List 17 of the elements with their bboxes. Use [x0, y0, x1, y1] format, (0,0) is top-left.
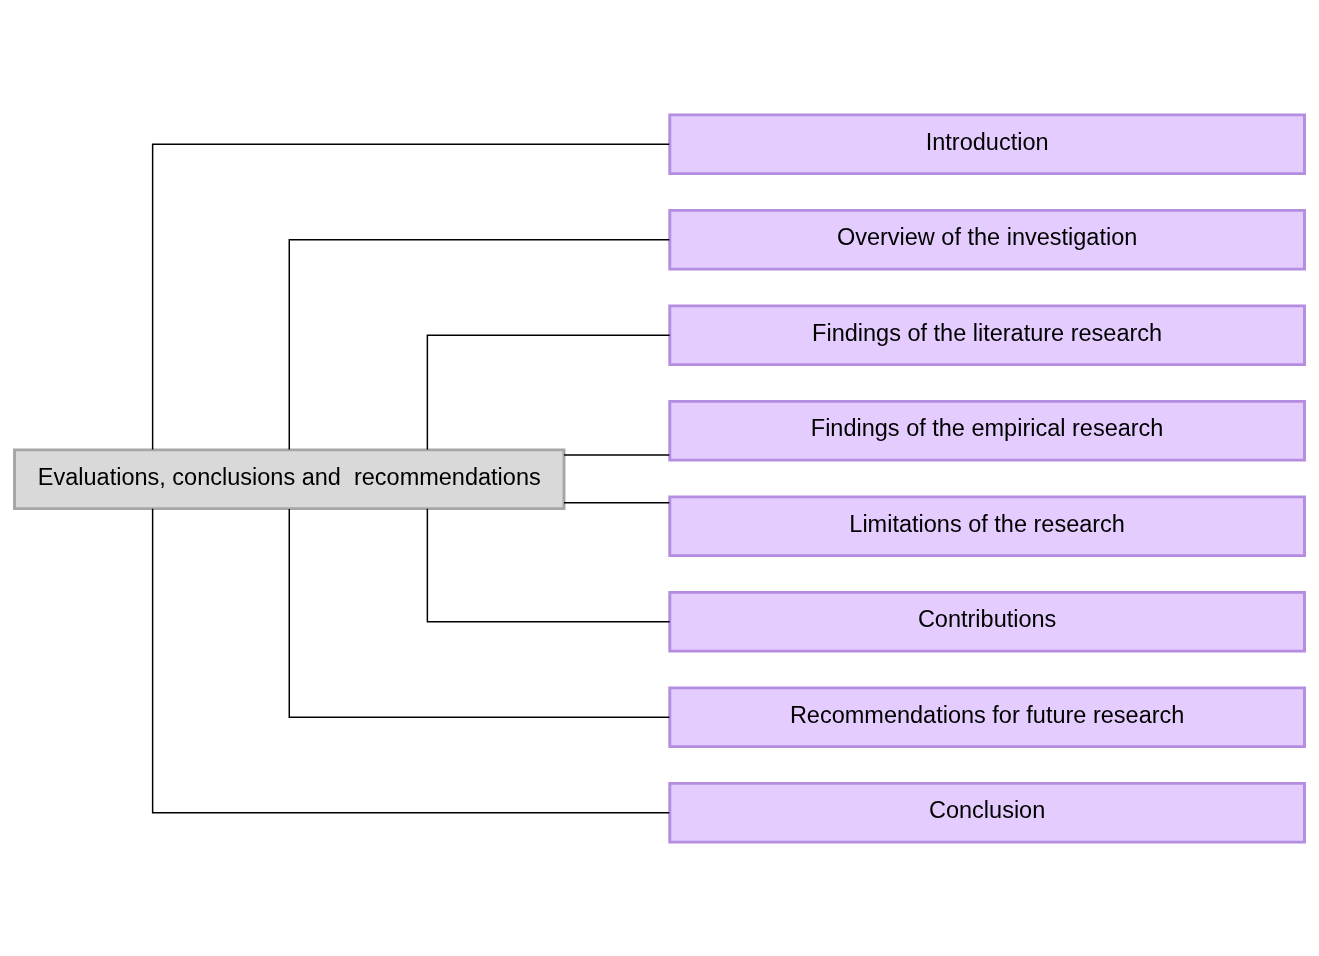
connector [151, 143, 670, 450]
connector [563, 501, 670, 503]
node-box: Overview of the investigation [668, 208, 1306, 271]
node-box: Findings of the empirical research [668, 399, 1306, 462]
connector [151, 507, 670, 813]
node-box: Recommendations for future research [668, 685, 1306, 748]
connector [426, 334, 671, 450]
node-box: Introduction [668, 112, 1306, 175]
node-box: Limitations of the research [668, 494, 1306, 557]
node-box: Findings of the literature research [668, 303, 1306, 366]
connector [426, 507, 671, 622]
connector [563, 453, 670, 456]
node-box: Evaluations, conclusions and recommendations [13, 447, 566, 510]
node-box: Contributions [668, 590, 1306, 653]
connector [288, 238, 671, 450]
connector [288, 507, 671, 718]
node-box: Conclusion [668, 781, 1306, 844]
